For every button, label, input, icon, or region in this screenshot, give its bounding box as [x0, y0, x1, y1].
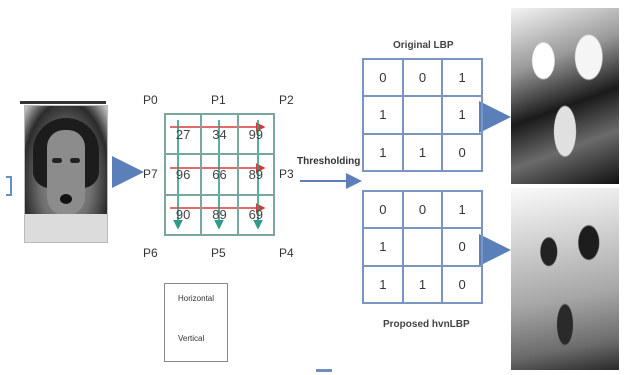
lbp-cell: 1: [442, 59, 482, 97]
lbp-cell: 1: [442, 191, 482, 229]
lbp-cell: 1: [363, 133, 403, 171]
grid-cell: 96: [165, 154, 202, 195]
legend-vertical-label: Vertical: [178, 334, 205, 343]
left-edge-marker: [6, 176, 12, 196]
lbp-cell: 1: [442, 96, 482, 134]
proposed-lbp-title: Proposed hvnLBP: [383, 319, 470, 330]
grid-cell: 90: [165, 194, 202, 235]
lbp-cell: 0: [442, 265, 482, 303]
image-top-line: [20, 101, 106, 104]
grid-cell: 89: [237, 154, 274, 195]
grid-cell: 99: [237, 114, 274, 155]
lbp-cell: 0: [442, 133, 482, 171]
lbp-cell: [402, 228, 443, 266]
lbp-cell: 1: [363, 265, 403, 303]
grid-cell: 27: [165, 114, 202, 155]
pixel-label-p0: P0: [143, 93, 158, 107]
original-lbp-title: Original LBP: [393, 40, 454, 51]
lbp-cell: 0: [363, 191, 403, 229]
grid-cell: 89: [201, 194, 238, 235]
original-lbp-result-image: [511, 8, 619, 184]
pixel-label-p5: P5: [211, 246, 226, 260]
neighborhood-grid: 27 34 99 96 66 89 90 89 69: [164, 113, 275, 236]
pixel-label-p3: P3: [279, 167, 294, 181]
pixel-label-p4: P4: [279, 246, 294, 260]
legend-box: Horizontal Vertical: [164, 283, 228, 362]
thresholding-label: Thresholding: [297, 156, 361, 167]
lbp-cell: 1: [402, 133, 443, 171]
grid-cell: 66: [201, 154, 238, 195]
pixel-label-p2: P2: [279, 93, 294, 107]
lbp-cell: 0: [363, 59, 403, 97]
proposed-hvnlbp-result-image: [511, 188, 619, 370]
pixel-label-p7: P7: [143, 167, 158, 181]
grid-cell: 69: [237, 194, 274, 235]
lbp-cell: 1: [402, 265, 443, 303]
lbp-cell: [402, 96, 443, 134]
bottom-edge-marker: [316, 369, 332, 372]
legend-horizontal-label: Horizontal: [178, 294, 215, 303]
proposed-lbp-table: 0 0 1 1 0 1 1 0: [362, 190, 483, 304]
grid-cell: 34: [201, 114, 238, 155]
lbp-cell: 0: [402, 59, 443, 97]
input-face-image: [24, 105, 108, 243]
lbp-cell: 0: [402, 191, 443, 229]
lbp-cell: 1: [363, 96, 403, 134]
lbp-cell: 1: [363, 228, 403, 266]
original-lbp-table: 0 0 1 1 1 1 1 0: [362, 58, 483, 172]
pixel-label-p1: P1: [211, 93, 226, 107]
lbp-cell: 0: [442, 228, 482, 266]
pixel-label-p6: P6: [143, 246, 158, 260]
